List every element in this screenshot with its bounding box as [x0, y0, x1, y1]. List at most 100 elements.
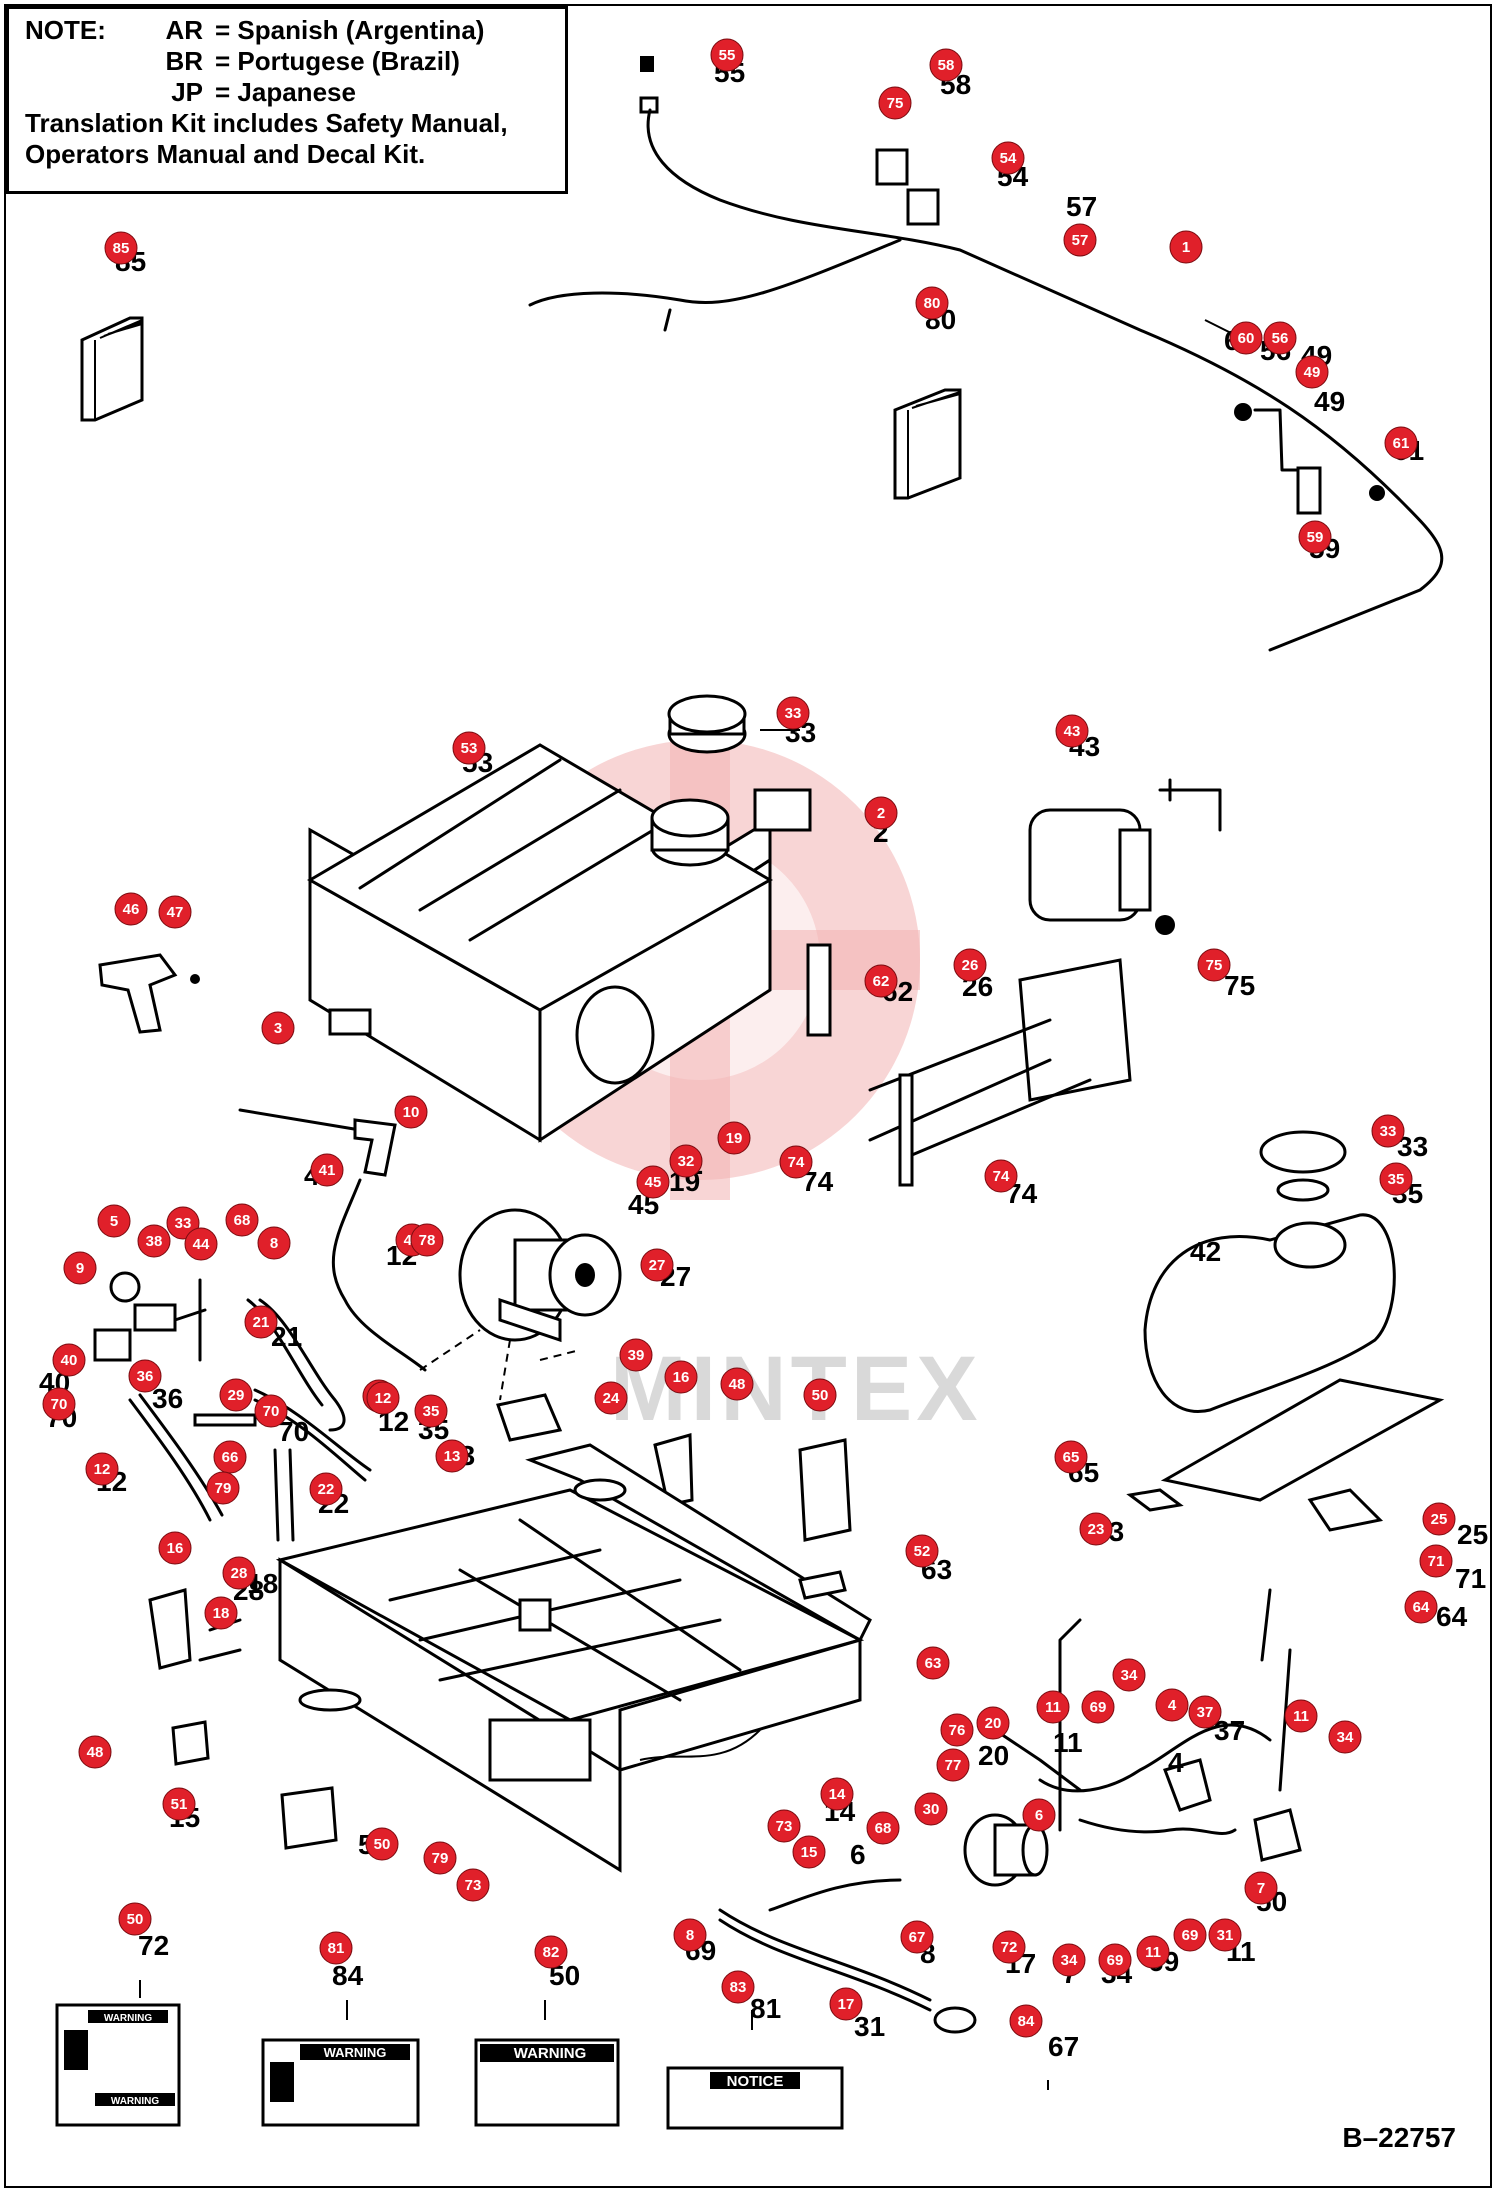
callout-bubble[interactable]: 53: [452, 731, 486, 765]
callout-bubble[interactable]: 50: [118, 1902, 152, 1936]
callout-bubble[interactable]: 48: [78, 1735, 112, 1769]
callout-bubble[interactable]: 81: [319, 1931, 353, 1965]
callout-bubble[interactable]: 8: [257, 1226, 291, 1260]
callout-bubble[interactable]: 40: [52, 1343, 86, 1377]
callout-bubble[interactable]: 71: [1419, 1544, 1453, 1578]
callout-bubble[interactable]: 38: [137, 1224, 171, 1258]
callout-bubble[interactable]: 36: [128, 1359, 162, 1393]
callout-bubble[interactable]: 55: [710, 38, 744, 72]
callout-bubble[interactable]: 6: [1022, 1798, 1056, 1832]
callout-bubble[interactable]: 73: [456, 1868, 490, 1902]
callout-bubble[interactable]: 51: [162, 1787, 196, 1821]
callout-bubble[interactable]: 11: [1036, 1690, 1070, 1724]
callout-bubble[interactable]: 10: [394, 1095, 428, 1129]
callout-bubble[interactable]: 27: [640, 1248, 674, 1282]
callout-bubble[interactable]: 78: [410, 1223, 444, 1257]
callout-bubble[interactable]: 65: [1054, 1440, 1088, 1474]
callout-bubble[interactable]: 84: [1009, 2004, 1043, 2038]
callout-bubble[interactable]: 75: [878, 86, 912, 120]
callout-bubble[interactable]: 62: [864, 964, 898, 998]
callout-bubble[interactable]: 25: [1422, 1502, 1456, 1536]
callout-bubble[interactable]: 74: [984, 1159, 1018, 1193]
callout-bubble[interactable]: 5: [97, 1204, 131, 1238]
callout-bubble[interactable]: 11: [1284, 1699, 1318, 1733]
callout-bubble[interactable]: 14: [820, 1777, 854, 1811]
callout-bubble[interactable]: 68: [225, 1203, 259, 1237]
callout-bubble[interactable]: 49: [1295, 355, 1329, 389]
callout-bubble[interactable]: 54: [991, 141, 1025, 175]
callout-bubble[interactable]: 67: [900, 1920, 934, 1954]
callout-bubble[interactable]: 9: [63, 1251, 97, 1285]
callout-bubble[interactable]: 26: [953, 948, 987, 982]
callout-bubble[interactable]: 47: [158, 895, 192, 929]
callout-bubble[interactable]: 18: [204, 1596, 238, 1630]
callout-bubble[interactable]: 73: [767, 1809, 801, 1843]
callout-bubble[interactable]: 83: [721, 1970, 755, 2004]
callout-bubble[interactable]: 33: [776, 696, 810, 730]
callout-bubble[interactable]: 44: [184, 1227, 218, 1261]
callout-bubble[interactable]: 58: [929, 48, 963, 82]
callout-bubble[interactable]: 17: [829, 1987, 863, 2021]
callout-bubble[interactable]: 34: [1112, 1658, 1146, 1692]
callout-bubble[interactable]: 30: [914, 1792, 948, 1826]
callout-bubble[interactable]: 46: [114, 892, 148, 926]
callout-bubble[interactable]: 56: [1263, 321, 1297, 355]
callout-bubble[interactable]: 31: [1208, 1918, 1242, 1952]
callout-bubble[interactable]: 7: [1244, 1871, 1278, 1905]
callout-bubble[interactable]: 11: [1136, 1935, 1170, 1969]
callout-bubble[interactable]: 16: [158, 1531, 192, 1565]
callout-bubble[interactable]: 8: [673, 1918, 707, 1952]
callout-bubble[interactable]: 21: [244, 1305, 278, 1339]
callout-bubble[interactable]: 75: [1197, 948, 1231, 982]
callout-bubble[interactable]: 24: [594, 1381, 628, 1415]
callout-bubble[interactable]: 76: [940, 1713, 974, 1747]
callout-bubble[interactable]: 34: [1328, 1720, 1362, 1754]
callout-bubble[interactable]: 70: [254, 1394, 288, 1428]
callout-bubble[interactable]: 80: [915, 286, 949, 320]
callout-bubble[interactable]: 22: [309, 1472, 343, 1506]
callout-bubble[interactable]: 41: [310, 1153, 344, 1187]
callout-bubble[interactable]: 29: [219, 1378, 253, 1412]
callout-bubble[interactable]: 50: [365, 1827, 399, 1861]
callout-bubble[interactable]: 70: [42, 1387, 76, 1421]
callout-bubble[interactable]: 72: [992, 1930, 1026, 1964]
callout-bubble[interactable]: 50: [803, 1378, 837, 1412]
callout-bubble[interactable]: 1: [1169, 230, 1203, 264]
callout-bubble[interactable]: 2: [864, 796, 898, 830]
callout-bubble[interactable]: 34: [1052, 1943, 1086, 1977]
callout-bubble[interactable]: 79: [206, 1471, 240, 1505]
callout-bubble[interactable]: 19: [717, 1121, 751, 1155]
callout-bubble[interactable]: 39: [619, 1338, 653, 1372]
callout-bubble[interactable]: 61: [1384, 426, 1418, 460]
callout-bubble[interactable]: 16: [664, 1360, 698, 1394]
callout-bubble[interactable]: 45: [636, 1165, 670, 1199]
callout-bubble[interactable]: 35: [1379, 1162, 1413, 1196]
callout-bubble[interactable]: 12: [366, 1381, 400, 1415]
callout-bubble[interactable]: 77: [936, 1748, 970, 1782]
callout-bubble[interactable]: 4: [1155, 1688, 1189, 1722]
callout-bubble[interactable]: 74: [779, 1145, 813, 1179]
callout-bubble[interactable]: 12: [85, 1452, 119, 1486]
callout-bubble[interactable]: 20: [976, 1706, 1010, 1740]
callout-bubble[interactable]: 43: [1055, 714, 1089, 748]
callout-bubble[interactable]: 57: [1063, 223, 1097, 257]
callout-bubble[interactable]: 66: [213, 1440, 247, 1474]
callout-bubble[interactable]: 82: [534, 1935, 568, 1969]
callout-bubble[interactable]: 28: [222, 1556, 256, 1590]
callout-bubble[interactable]: 69: [1098, 1943, 1132, 1977]
callout-bubble[interactable]: 68: [866, 1811, 900, 1845]
callout-bubble[interactable]: 35: [414, 1394, 448, 1428]
callout-bubble[interactable]: 69: [1081, 1690, 1115, 1724]
callout-bubble[interactable]: 60: [1229, 321, 1263, 355]
callout-bubble[interactable]: 37: [1188, 1695, 1222, 1729]
callout-bubble[interactable]: 23: [1079, 1512, 1113, 1546]
callout-bubble[interactable]: 15: [792, 1835, 826, 1869]
callout-bubble[interactable]: 33: [1371, 1114, 1405, 1148]
callout-bubble[interactable]: 52: [905, 1534, 939, 1568]
callout-bubble[interactable]: 79: [423, 1841, 457, 1875]
callout-bubble[interactable]: 3: [261, 1011, 295, 1045]
callout-bubble[interactable]: 85: [104, 231, 138, 265]
callout-bubble[interactable]: 48: [720, 1367, 754, 1401]
callout-bubble[interactable]: 13: [435, 1439, 469, 1473]
callout-bubble[interactable]: 64: [1404, 1590, 1438, 1624]
